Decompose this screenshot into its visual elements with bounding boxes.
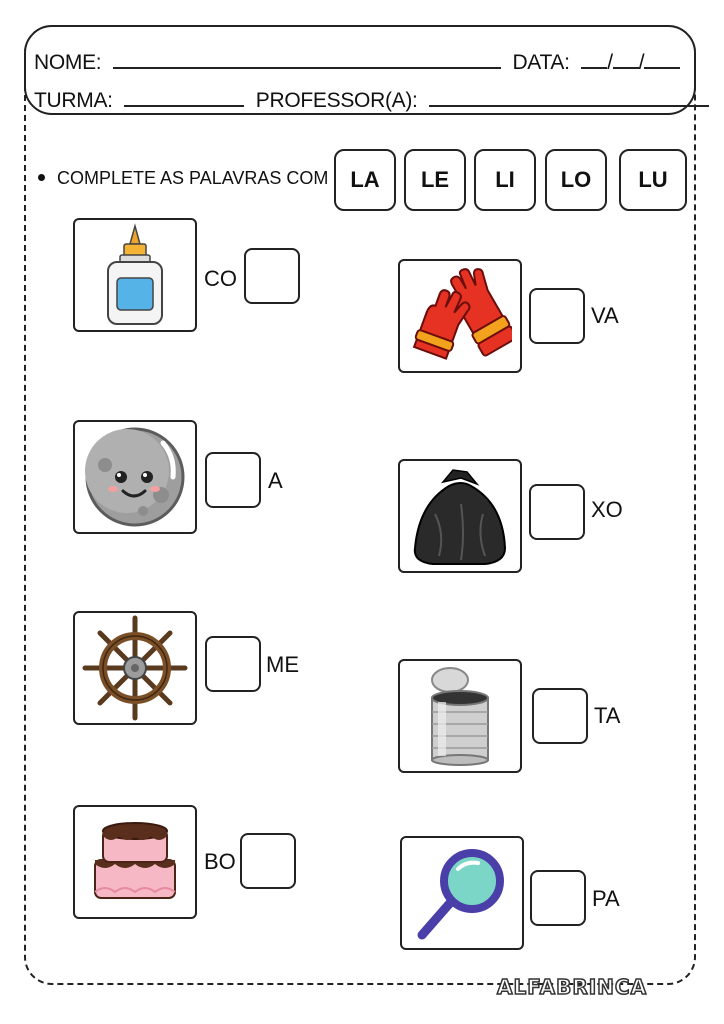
- picture-glue: [73, 218, 197, 332]
- cake-icon: [94, 822, 176, 899]
- answer-box-4[interactable]: [529, 484, 585, 540]
- brand-logo: ALFABRINCA: [496, 974, 648, 1000]
- date-separator: /: [607, 51, 613, 74]
- turma-field[interactable]: [124, 87, 245, 107]
- picture-gloves: [398, 259, 522, 373]
- header-box: NOME: DATA: / / TURMA: PROFESSOR(A):: [24, 25, 710, 115]
- picture-tin-can: [398, 659, 522, 773]
- word-suffix-me: ME: [266, 652, 299, 677]
- picture-garbage-bag: [398, 459, 522, 573]
- syllable-la: LA: [334, 149, 396, 211]
- word-suffix-va: VA: [591, 303, 619, 328]
- answer-box-7[interactable]: [240, 833, 296, 889]
- date-month-field[interactable]: [612, 49, 639, 69]
- picture-moon: [73, 420, 197, 534]
- instruction-text: COMPLETE AS PALAVRAS COM: [57, 168, 329, 188]
- answer-box-8[interactable]: [530, 870, 586, 926]
- word-suffix-pa: PA: [592, 886, 620, 911]
- answer-box-2[interactable]: [529, 288, 585, 344]
- word-suffix-ta: TA: [594, 703, 621, 728]
- word-prefix-bo: BO: [204, 849, 236, 874]
- answer-box-6[interactable]: [532, 688, 588, 744]
- answer-box-5[interactable]: [205, 636, 261, 692]
- glue-bottle-icon: [107, 223, 163, 325]
- data-label: DATA:: [512, 51, 570, 74]
- word-suffix-xo: XO: [591, 497, 623, 522]
- professor-field[interactable]: [429, 87, 710, 107]
- bullet-icon: [38, 173, 45, 181]
- nome-field[interactable]: [112, 49, 501, 69]
- garbage-bag-icon: [413, 469, 507, 565]
- gloves-icon: [412, 268, 512, 360]
- ship-wheel-icon: [82, 615, 188, 721]
- date-year-field[interactable]: [644, 49, 681, 69]
- syllable-lo: LO: [545, 149, 607, 211]
- magnifying-glass-icon: [417, 849, 504, 940]
- moon-icon: [85, 427, 185, 527]
- syllable-le: LE: [404, 149, 466, 211]
- date-day-field[interactable]: [581, 49, 608, 69]
- answer-box-1[interactable]: [244, 248, 300, 304]
- instruction: COMPLETE AS PALAVRAS COM: [38, 168, 328, 189]
- word-prefix-co: CO: [204, 266, 237, 291]
- tin-can-icon: [431, 667, 489, 766]
- date-separator: /: [638, 51, 645, 74]
- picture-magnifying-glass: [400, 836, 524, 950]
- syllable-lu: LU: [619, 149, 687, 211]
- professor-label: PROFESSOR(A):: [255, 89, 418, 112]
- turma-label: TURMA:: [34, 89, 113, 112]
- nome-label: NOME:: [34, 51, 102, 74]
- word-suffix-a: A: [268, 468, 283, 493]
- answer-box-3[interactable]: [205, 452, 261, 508]
- picture-cake: [73, 805, 197, 919]
- syllable-li: LI: [474, 149, 536, 211]
- picture-ship-wheel: [73, 611, 197, 725]
